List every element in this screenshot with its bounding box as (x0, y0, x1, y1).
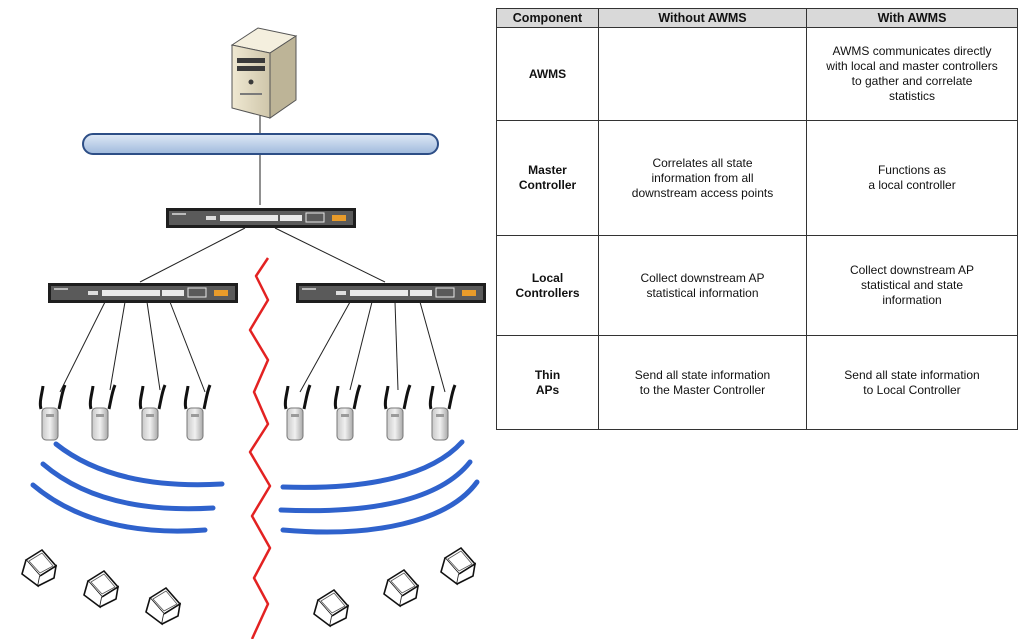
row-without-awms (598, 27, 807, 121)
access-point-icon (333, 383, 362, 442)
header-component: Component (496, 8, 599, 28)
access-point-icon (183, 383, 212, 442)
row-with-awms: Functions as a local controller (806, 120, 1018, 236)
link-break-zigzag (248, 257, 272, 639)
row-without-awms: Correlates all state information from al… (598, 120, 807, 236)
network-bus (82, 133, 439, 155)
laptop-icon (21, 549, 57, 587)
server-icon (230, 27, 298, 119)
header-without-awms: Without AWMS (598, 8, 807, 28)
link-lines (59, 110, 446, 393)
controller-icon (295, 282, 487, 304)
table-row: Thin APs Send all state information to t… (496, 335, 1018, 430)
access-point-icon (138, 383, 167, 442)
row-without-awms: Collect downstream AP statistical inform… (598, 235, 807, 336)
row-with-awms: AWMS communicates directly with local an… (806, 27, 1018, 121)
laptop-icon (383, 569, 419, 607)
laptop-icon (145, 587, 181, 625)
controller-icon (165, 207, 357, 229)
row-with-awms: Collect downstream AP statistical and st… (806, 235, 1018, 336)
row-without-awms: Send all state information to the Master… (598, 335, 807, 430)
wireless-signal-icon (30, 441, 225, 534)
access-point-icon (38, 383, 67, 442)
laptop-icon (313, 589, 349, 627)
laptop-icon (440, 547, 476, 585)
access-point-icon (283, 383, 312, 442)
header-with-awms: With AWMS (806, 8, 1018, 28)
row-with-awms: Send all state information to Local Cont… (806, 335, 1018, 430)
controller-icon (47, 282, 239, 304)
row-component: Master Controller (496, 120, 599, 236)
row-component: Thin APs (496, 335, 599, 430)
wireless-signal-icon (278, 439, 480, 535)
table-row: AWMS AWMS communicates directly with loc… (496, 27, 1018, 121)
table-row: Master Controller Correlates all state i… (496, 120, 1018, 236)
laptop-icon (83, 570, 119, 608)
row-component: Local Controllers (496, 235, 599, 336)
table-header-row: Component Without AWMS With AWMS (496, 8, 1018, 28)
access-point-icon (88, 383, 117, 442)
access-point-icon (383, 383, 412, 442)
comparison-table: Component Without AWMS With AWMS AWMS AW… (496, 8, 1018, 430)
access-point-icon (428, 383, 457, 442)
row-component: AWMS (496, 27, 599, 121)
network-diagram (21, 27, 487, 639)
table-row: Local Controllers Collect downstream AP … (496, 235, 1018, 336)
